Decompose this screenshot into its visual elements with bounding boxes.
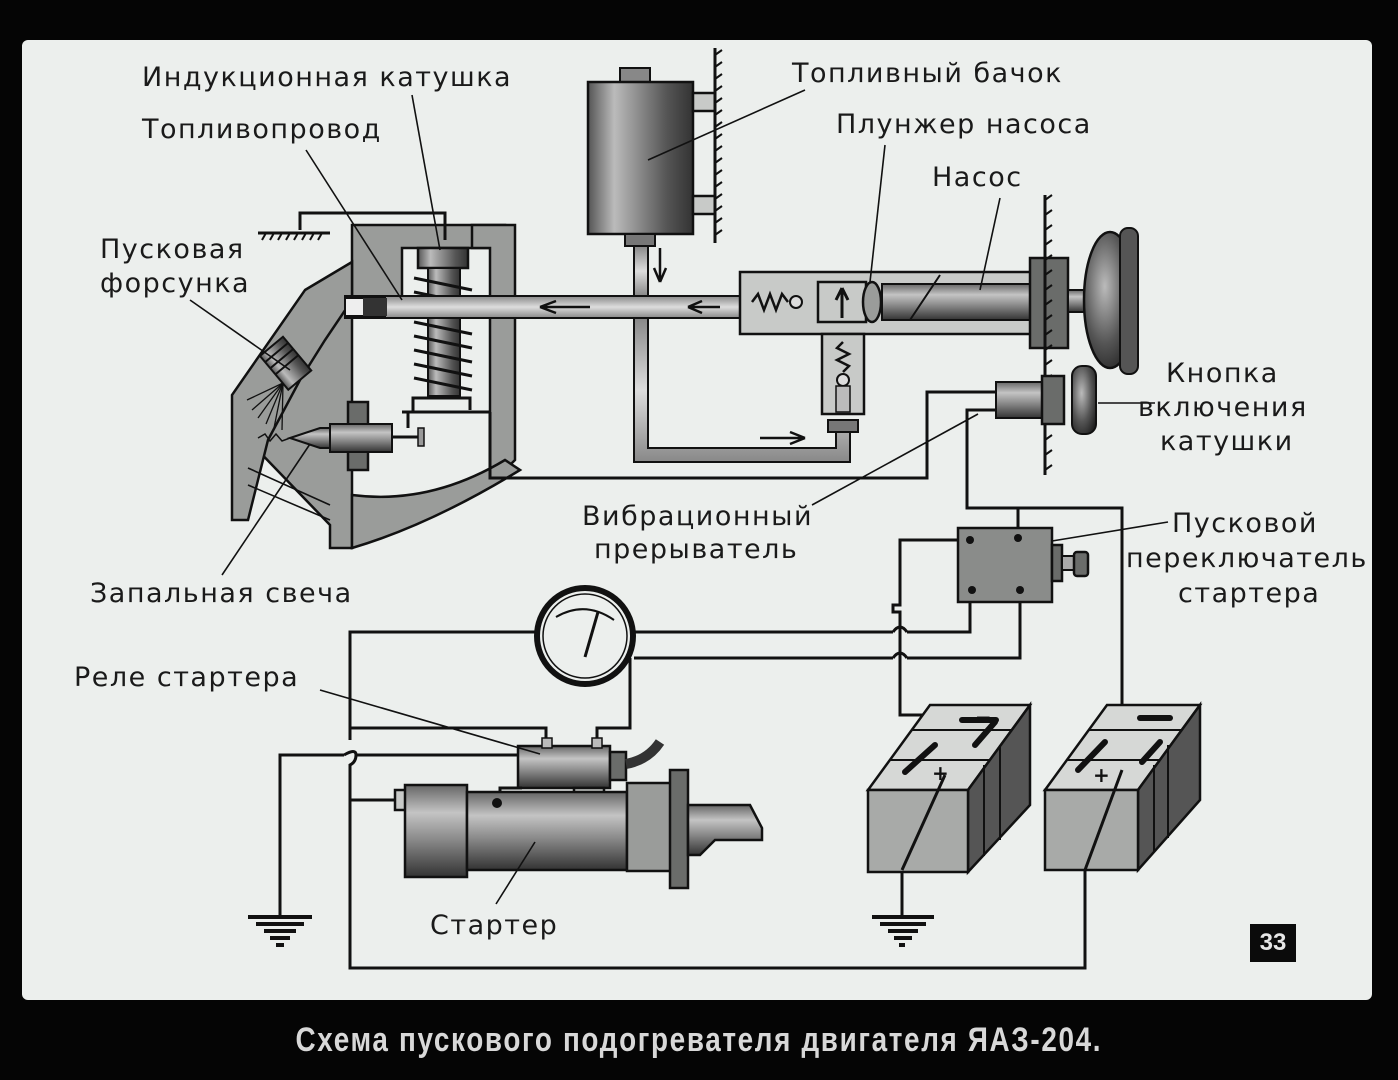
- flow-arrow-icon: [539, 299, 590, 315]
- ground-icon: [248, 915, 312, 947]
- label-pump: Насос: [932, 162, 1023, 193]
- wiring: [278, 390, 1124, 970]
- flow-arrow-icon: [652, 248, 668, 283]
- label-coil-button-3: катушки: [1160, 426, 1294, 457]
- leader-lines: [189, 89, 1169, 905]
- page-number-badge: 33: [1250, 924, 1296, 962]
- starter-motor: [393, 768, 764, 890]
- label-glow-plug: Запальная свеча: [90, 578, 353, 609]
- battery-right: + −: [1042, 701, 1203, 874]
- battery-left: + −: [865, 701, 1033, 876]
- glow-plug: [257, 400, 425, 472]
- positive-terminal-label: +: [1093, 763, 1110, 787]
- label-fuel-line: Топливопровод: [141, 114, 382, 145]
- label-coil-button-1: Кнопка: [1166, 358, 1279, 389]
- start-injector: [258, 335, 313, 392]
- positive-terminal-label: +: [932, 761, 949, 785]
- label-pump-plunger: Плунжер насоса: [836, 109, 1092, 140]
- label-fuel-tank: Топливный бачок: [791, 58, 1063, 89]
- label-starter-switch-3: стартера: [1178, 578, 1320, 609]
- ammeter-gauge: [534, 585, 636, 687]
- pump: [738, 194, 1139, 475]
- heater-circuit-diagram: + − + −: [74, 48, 1368, 970]
- flow-arrow-icon: [687, 299, 720, 315]
- label-start-injector-1: Пусковая: [100, 234, 245, 265]
- coil-button: [984, 365, 1097, 435]
- induction-coil: [402, 246, 490, 414]
- negative-terminal-label: −: [1140, 705, 1157, 729]
- label-coil-button-2: включения: [1138, 392, 1308, 423]
- label-vibration-interrupter-1: Вибрационный: [582, 501, 813, 532]
- diagram-title: Схема пускового подогревателя двигателя …: [295, 1020, 1103, 1059]
- starter-switch: [956, 526, 1090, 604]
- labels: Индукционная катушка Топливопровод Пуско…: [74, 58, 1368, 941]
- label-starter-switch-1: Пусковой: [1172, 508, 1318, 539]
- heater-body: [230, 211, 523, 550]
- fuel-tank: [586, 48, 851, 463]
- fuel-line: [344, 295, 746, 319]
- diagram-slide: + − + −: [22, 40, 1372, 1000]
- ground-icon: [872, 915, 934, 947]
- negative-terminal-label: −: [975, 705, 992, 729]
- flow-arrow-icon: [834, 287, 850, 318]
- label-starter: Стартер: [430, 910, 558, 941]
- label-starter-switch-2: переключатель: [1126, 543, 1368, 574]
- flow-arrow-icon: [760, 430, 806, 446]
- label-starter-relay: Реле стартера: [74, 662, 299, 693]
- label-start-injector-2: форсунка: [100, 268, 250, 299]
- label-induction-coil: Индукционная катушка: [142, 62, 512, 93]
- caption-bar: Схема пускового подогревателя двигателя …: [0, 1000, 1398, 1080]
- fuel-spray: [246, 382, 284, 431]
- label-vibration-interrupter-2: прерыватель: [594, 534, 798, 565]
